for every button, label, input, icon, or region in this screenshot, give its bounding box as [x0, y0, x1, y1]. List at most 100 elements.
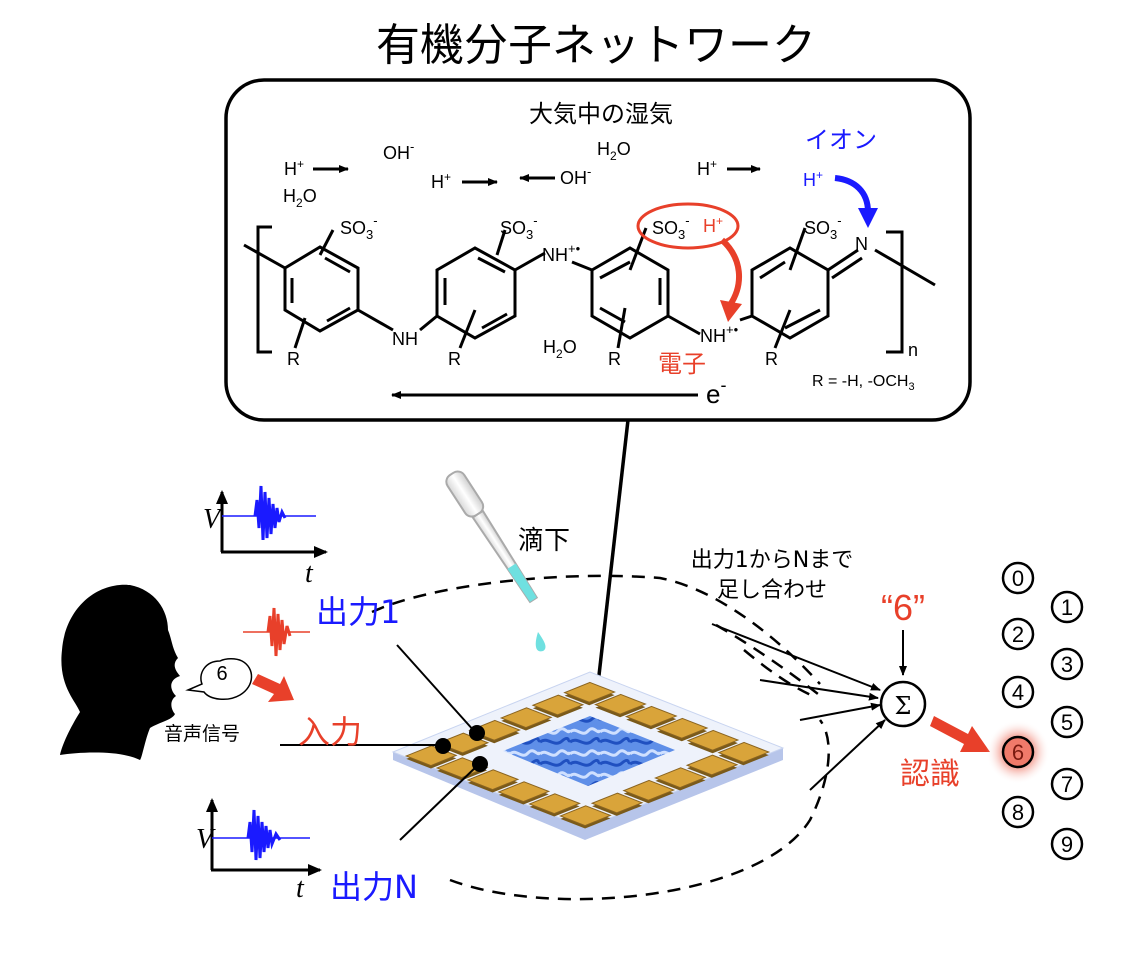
amine-label: NH	[392, 329, 418, 349]
amine-radical-label: NH+•	[700, 322, 739, 346]
electrode-pad	[497, 781, 551, 803]
ion-arrow	[834, 175, 871, 213]
digit-label: 2	[1012, 622, 1024, 647]
electron-arrow-head	[720, 300, 742, 322]
electrode-pad	[717, 741, 771, 763]
electrode-pad	[499, 707, 553, 729]
digit-ring	[1050, 705, 1084, 739]
electrode-pad	[590, 792, 644, 814]
speech-digit: 6	[216, 663, 227, 685]
speaker-silhouette-icon	[60, 584, 180, 760]
output-1-lead	[396, 644, 476, 733]
water-label: H2O	[543, 337, 577, 361]
digit-ring	[1001, 561, 1035, 595]
digit-label: 7	[1061, 772, 1073, 797]
imine-label: N	[855, 234, 868, 254]
h-plus-label: H+	[284, 157, 304, 179]
voice-signal-label: 音声信号	[164, 723, 240, 745]
digit-label: 5	[1061, 710, 1073, 735]
water-label: H2O	[283, 186, 317, 210]
digit-ring	[1001, 795, 1035, 829]
digit-label: 6	[1012, 740, 1024, 765]
summation-arrows	[711, 623, 886, 791]
drop-label: 滴下	[518, 526, 570, 556]
digit-candidate-1: 1	[1050, 590, 1084, 624]
r-group-label: R	[608, 349, 621, 369]
polymer-labels: SO3- SO3- SO3- H+ SO3- NH NH+• NH+• N R …	[287, 213, 918, 393]
digit-label: 8	[1012, 800, 1024, 825]
digit-label: 3	[1061, 652, 1073, 677]
r-group-label: R	[448, 349, 461, 369]
electrode-pad	[466, 769, 520, 791]
digit-ring	[1001, 675, 1035, 709]
electrode-pad	[531, 694, 585, 716]
output-1-waveform: V t	[203, 485, 328, 589]
r-group-label: R	[765, 349, 778, 369]
droplet-icon	[535, 632, 546, 652]
sulfonate-label: SO3-	[340, 213, 378, 242]
atmosphere-species: H+ OH- H2O H+ OH- H2O H+	[283, 139, 761, 210]
digit-ring	[1050, 590, 1084, 624]
sulfonate-label: SO3-	[500, 213, 538, 242]
input-waveform	[243, 607, 310, 657]
axis-v-label: V	[196, 824, 216, 855]
recognition-arrow-icon	[930, 716, 990, 752]
output-n-waveform: V t	[196, 798, 322, 904]
digit-ring	[1001, 617, 1035, 651]
sum-caption-line2: 足し合わせ	[717, 578, 827, 603]
recognition-label: 認識	[900, 757, 960, 792]
digit-candidate-2: 2	[1001, 617, 1035, 651]
ion-label: イオン	[805, 126, 877, 154]
hydroxide-label: OH-	[560, 164, 591, 188]
polymer-structure	[243, 225, 936, 354]
digit-label: 0	[1012, 566, 1024, 591]
sensor-chip	[391, 671, 785, 840]
electrode-pad	[686, 729, 740, 751]
digit-candidate-5: 5	[1050, 705, 1084, 739]
electrode-pad	[685, 754, 739, 776]
electrode-pad	[654, 767, 707, 789]
digit-ring	[1050, 647, 1084, 681]
digit-label: 1	[1061, 595, 1073, 620]
output-1-contact	[469, 725, 485, 741]
pipette-icon	[445, 470, 539, 604]
r-group-label: R	[287, 349, 300, 369]
digit-candidate-9: 9	[1050, 827, 1084, 861]
sigma-symbol: Σ	[895, 692, 912, 720]
electron-label: 電子	[658, 350, 706, 378]
electrode-pad	[528, 793, 581, 815]
digit-ring	[1050, 827, 1084, 861]
humidity-heading: 大気中の湿気	[529, 100, 673, 128]
amine-radical-label: NH+•	[542, 241, 581, 265]
proton-highlight-ring	[636, 202, 740, 250]
organic-film	[503, 716, 675, 786]
digit-candidate-4: 4	[1001, 675, 1035, 709]
electron-arrow	[719, 237, 743, 307]
digit-candidate-7: 7	[1050, 767, 1084, 801]
axis-t-label: t	[305, 558, 314, 589]
sulfonate-label: SO3-	[804, 213, 842, 242]
digit-candidates: 0 1 2 3 4 5 6 7 8 9	[1001, 561, 1084, 861]
axis-t-label: t	[296, 873, 305, 904]
ion-arrow-head	[858, 208, 878, 228]
digit-label: 4	[1012, 680, 1024, 705]
electron-symbol: e-	[706, 375, 726, 409]
input-contact	[435, 738, 451, 754]
sulfonate-proton-label: H+	[703, 214, 723, 236]
repeat-unit-label: n	[908, 340, 918, 360]
digit-candidate-3: 3	[1050, 647, 1084, 681]
input-arrow-icon	[252, 674, 294, 702]
digit-candidate-6: 6	[1001, 735, 1035, 769]
sum-caption-line1: 出力1からNまで	[691, 548, 853, 573]
digit-label: 9	[1061, 832, 1073, 857]
molecule-panel: 大気中の湿気 H+ OH- H2O H+ OH- H2O H+ イオン H+	[224, 78, 972, 422]
summation-node	[879, 680, 927, 728]
diagram-title: 有機分子ネットワーク	[376, 20, 816, 71]
electrode-pad	[622, 779, 676, 801]
ion-h-plus-label: H+	[803, 168, 823, 190]
digit-ring	[1001, 735, 1035, 769]
output-n-contact	[472, 756, 488, 772]
electrode-pad	[624, 705, 678, 727]
output-n-label: 出力N	[330, 868, 418, 906]
